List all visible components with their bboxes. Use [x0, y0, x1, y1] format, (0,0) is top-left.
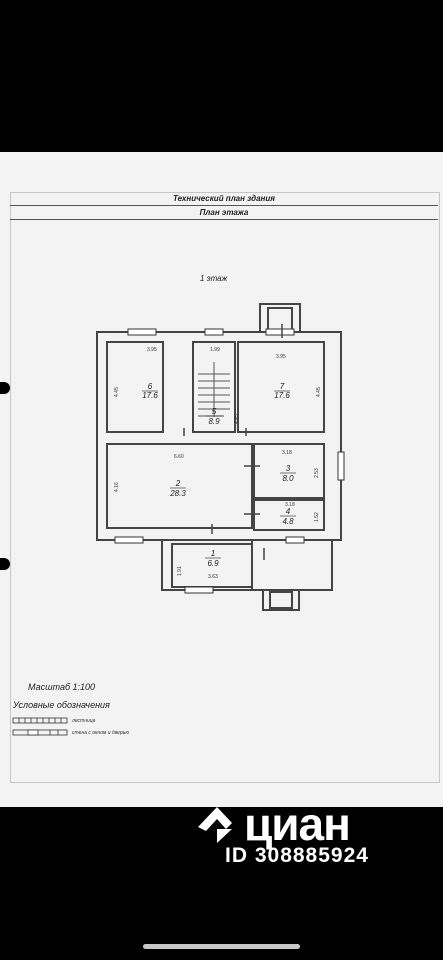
room-area: 17.6 — [142, 391, 158, 400]
legend-label-wall: стена с окном и дверью — [72, 730, 130, 736]
stairs-icon — [198, 362, 230, 417]
bottom-porch — [262, 589, 300, 611]
cian-logo-icon — [198, 807, 232, 843]
floor-plan: 3.95 1.99 3.95 4.45 4.45 4.45 6.60 4.16 … — [12, 303, 345, 736]
page-frame — [10, 192, 440, 783]
room-area: 4.8 — [282, 517, 294, 526]
dim-label: 1.99 — [210, 347, 220, 353]
dim-label: 4.45 — [316, 387, 322, 397]
outer-wall — [96, 331, 342, 541]
top-porch-inner — [267, 307, 293, 331]
room-area: 17.6 — [274, 391, 290, 400]
legend-label-stairs: лестница — [72, 718, 96, 724]
dim-label: 4.45 — [234, 414, 240, 424]
dim-label: 3.18 — [282, 450, 292, 456]
dim-label: 3.63 — [208, 574, 218, 580]
room-number: 7 — [280, 382, 285, 391]
room-number: 3 — [286, 464, 291, 473]
home-indicator[interactable] — [143, 944, 300, 949]
room-7-walls — [237, 341, 325, 433]
dim-label: 3.95 — [147, 347, 157, 353]
room-area: 8.9 — [208, 417, 220, 426]
binder-hole — [0, 382, 10, 394]
room-2-walls — [106, 443, 253, 529]
window-icon — [114, 328, 345, 594]
room-number: 1 — [211, 549, 215, 558]
porch-walls — [251, 539, 333, 591]
scale-label: Масштаб 1:100 — [28, 682, 96, 692]
room-3-walls — [253, 443, 325, 499]
header-title: Технический план здания — [10, 192, 438, 206]
room-area: 6.9 — [207, 559, 219, 568]
dim-label: 4.16 — [114, 482, 120, 492]
dim-label: 3.95 — [276, 354, 286, 360]
room-number: 5 — [212, 407, 217, 416]
room-5-walls — [192, 341, 236, 433]
room-area: 8.0 — [282, 474, 294, 483]
room-number: 2 — [175, 479, 181, 488]
dim-label: 3.18 — [285, 502, 295, 508]
bottom-porch-inner — [269, 591, 293, 609]
binder-hole — [0, 558, 10, 570]
room-4-walls — [253, 499, 325, 531]
legend-wall-icon — [12, 729, 68, 736]
watermark-listing-id: ID 308885924 — [225, 844, 369, 867]
room-area: 28.3 — [169, 489, 186, 498]
door-icon — [183, 324, 283, 560]
room-number: 4 — [286, 507, 291, 516]
floor-label: 1 этаж — [200, 274, 228, 283]
room-6-walls — [106, 341, 164, 433]
header-subtitle: План этажа — [10, 206, 438, 220]
watermark-brand: циан — [244, 798, 351, 850]
dim-label: 4.45 — [114, 387, 120, 397]
dim-label: 1.91 — [177, 566, 183, 576]
room-number: 6 — [148, 382, 153, 391]
dim-label: 1.52 — [314, 512, 320, 522]
dim-label: 6.60 — [174, 454, 184, 460]
legend-stairs-icon — [12, 717, 68, 724]
legend-title: Условные обозначения — [13, 700, 110, 710]
dim-label: 2.53 — [314, 468, 320, 478]
document-page: Технический план здания План этажа 1 эта… — [0, 152, 443, 807]
